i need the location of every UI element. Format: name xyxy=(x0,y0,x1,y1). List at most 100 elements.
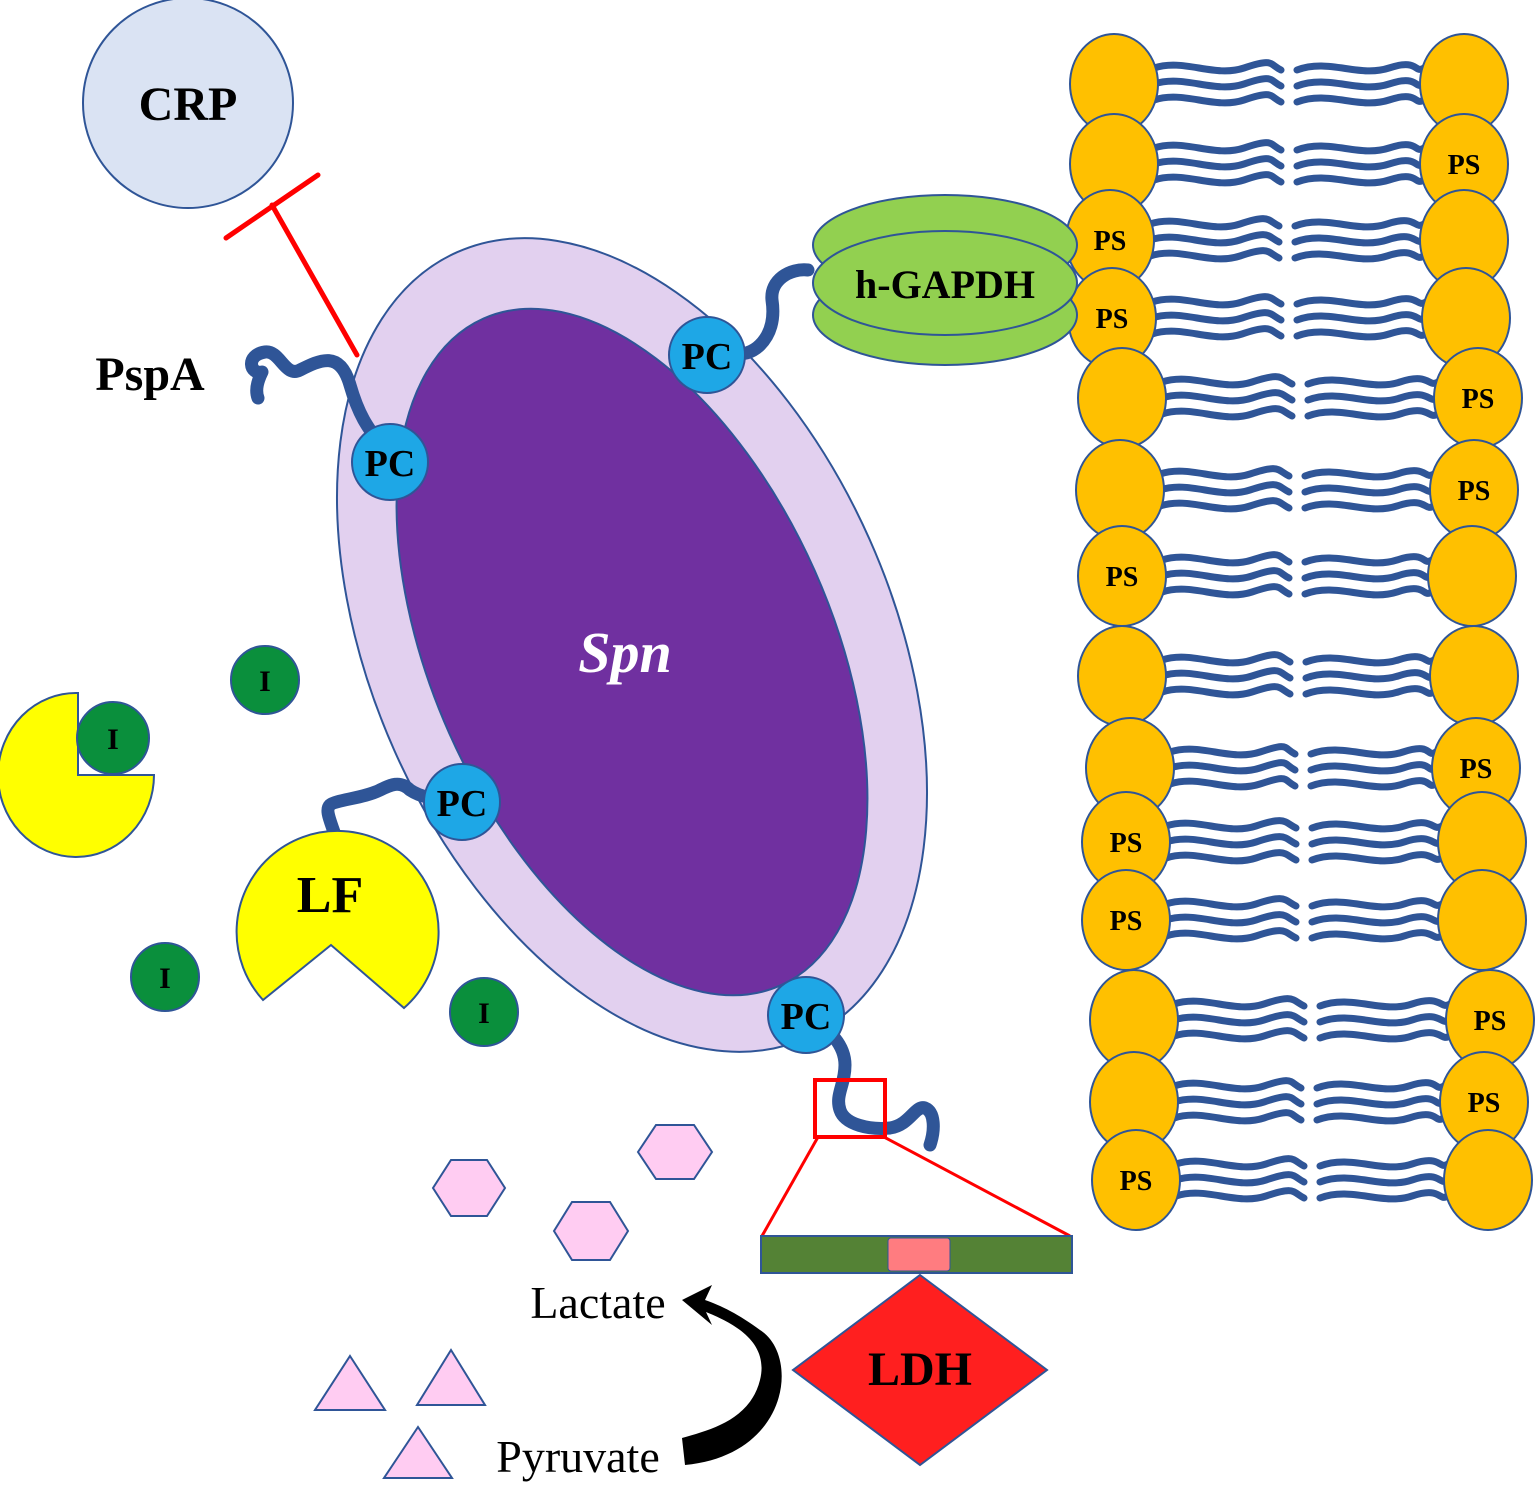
zoom-line-right xyxy=(883,1135,1071,1238)
left-lipid-head xyxy=(1075,439,1165,541)
ps-label: PS xyxy=(1110,828,1143,859)
inhibitor-label: I xyxy=(259,665,271,698)
tether-lf xyxy=(321,777,469,842)
lipid-tail xyxy=(1166,743,1299,759)
inhibitor-label: I xyxy=(159,962,171,995)
inhibitors: I I I xyxy=(130,645,519,1047)
lipid-tail xyxy=(1150,171,1285,187)
pc-label: PC xyxy=(365,443,416,485)
pc-label: PC xyxy=(682,336,733,378)
crp-circle xyxy=(82,0,294,209)
pc-node: PC xyxy=(423,763,501,841)
inhibition-bar-cap xyxy=(223,172,321,241)
lipid-tail xyxy=(1316,1013,1454,1027)
lipid-tail xyxy=(1307,761,1440,775)
lipid-tail xyxy=(1293,93,1428,107)
lipid-tail xyxy=(1316,1173,1452,1187)
lipid-tail xyxy=(1307,745,1440,759)
lipid-tail xyxy=(1291,249,1428,263)
lipid-tail xyxy=(1156,465,1293,481)
lipid-tail xyxy=(1170,1011,1308,1027)
lipid-tail xyxy=(1301,483,1438,497)
inhibitor-label: I xyxy=(107,723,119,756)
lipid-tail xyxy=(1308,913,1446,927)
lipid-tail xyxy=(1158,651,1294,667)
tether-pspa xyxy=(245,345,397,465)
lipid-tail xyxy=(1148,325,1285,341)
lipid-tail xyxy=(1293,311,1430,325)
pc-node: PC xyxy=(351,423,429,501)
spn-cell: Spn xyxy=(336,237,928,1053)
lipid-tail xyxy=(1158,373,1296,389)
lf-shape xyxy=(235,829,440,1010)
lipid-tail xyxy=(1302,669,1438,683)
lipid-tail xyxy=(1162,833,1300,849)
lipid-tail xyxy=(1172,1155,1308,1171)
ldh-label: LDH xyxy=(868,1343,972,1396)
inhibition-bar xyxy=(223,172,360,358)
ps-label: PS xyxy=(1458,476,1491,507)
pc-circle xyxy=(351,423,429,501)
lf: LF xyxy=(235,829,440,1010)
lipid-tail xyxy=(1162,817,1300,833)
inhibitor-circle xyxy=(230,645,300,715)
pc-label: PC xyxy=(781,996,832,1038)
lipid-tail xyxy=(1313,1111,1448,1125)
ps-label: PS xyxy=(1120,1166,1153,1197)
zoom-callout xyxy=(760,1078,1073,1274)
lipid-tail xyxy=(1308,819,1446,833)
lipid-tail xyxy=(1308,929,1446,943)
lipid-tail xyxy=(1148,309,1285,325)
lipid-tail xyxy=(1302,685,1438,699)
lipid-tail xyxy=(1291,233,1428,247)
right-lipid-head xyxy=(1429,625,1519,727)
tether-ldh xyxy=(801,1008,940,1152)
zoom-line-left xyxy=(760,1136,820,1237)
pc-node: PC xyxy=(767,976,845,1054)
right-lipid-head xyxy=(1437,869,1527,971)
crp: CRP xyxy=(82,0,294,209)
spn-label: Spn xyxy=(578,620,672,685)
zoom-segment xyxy=(887,1237,951,1272)
zoom-box xyxy=(813,1078,887,1139)
gapdh-label: h-GAPDH xyxy=(855,262,1035,307)
lipid-tail xyxy=(1316,997,1454,1011)
triangle xyxy=(382,1425,454,1479)
lipid-tail xyxy=(1293,61,1428,75)
lipid-tail xyxy=(1313,1095,1448,1109)
lipid-tail xyxy=(1170,995,1308,1011)
triangles xyxy=(313,1348,487,1479)
lipid-tail xyxy=(1313,1079,1448,1093)
lipid-tail xyxy=(1302,653,1438,667)
lf-free-shape xyxy=(0,691,156,858)
lipid-tail xyxy=(1162,927,1300,943)
lipid-tail xyxy=(1162,895,1300,911)
lipid-tail xyxy=(1304,407,1442,421)
lipid-tail xyxy=(1308,851,1446,865)
inhibitor-label: I xyxy=(478,997,490,1030)
lipid-tail xyxy=(1172,1171,1308,1187)
lipid-tail xyxy=(1291,217,1428,231)
lipid-tail xyxy=(1158,389,1296,405)
lipid-tail xyxy=(1156,497,1293,513)
ldh: LDH xyxy=(791,1273,1049,1467)
right-lipid-head xyxy=(1427,525,1517,627)
inhibitor: I xyxy=(130,942,200,1012)
lipid-tail xyxy=(1158,583,1293,599)
right-lipid-head xyxy=(1443,1129,1533,1231)
left-lipid-head xyxy=(1091,1129,1181,1231)
ps-label: PS xyxy=(1096,304,1129,335)
inhibitor-circle xyxy=(76,701,150,775)
ldh-diamond xyxy=(791,1273,1049,1467)
lipid-tail xyxy=(1316,1029,1454,1043)
lipid-tail xyxy=(1158,405,1296,421)
inhibitor-circle xyxy=(449,977,519,1047)
lipid-tail xyxy=(1150,155,1285,171)
left-lipid-head xyxy=(1077,625,1167,727)
inhibitor: I xyxy=(449,977,519,1047)
inhibition-bar-stem xyxy=(269,202,360,358)
lipid-tail xyxy=(1158,667,1294,683)
pc-circle xyxy=(423,763,501,841)
